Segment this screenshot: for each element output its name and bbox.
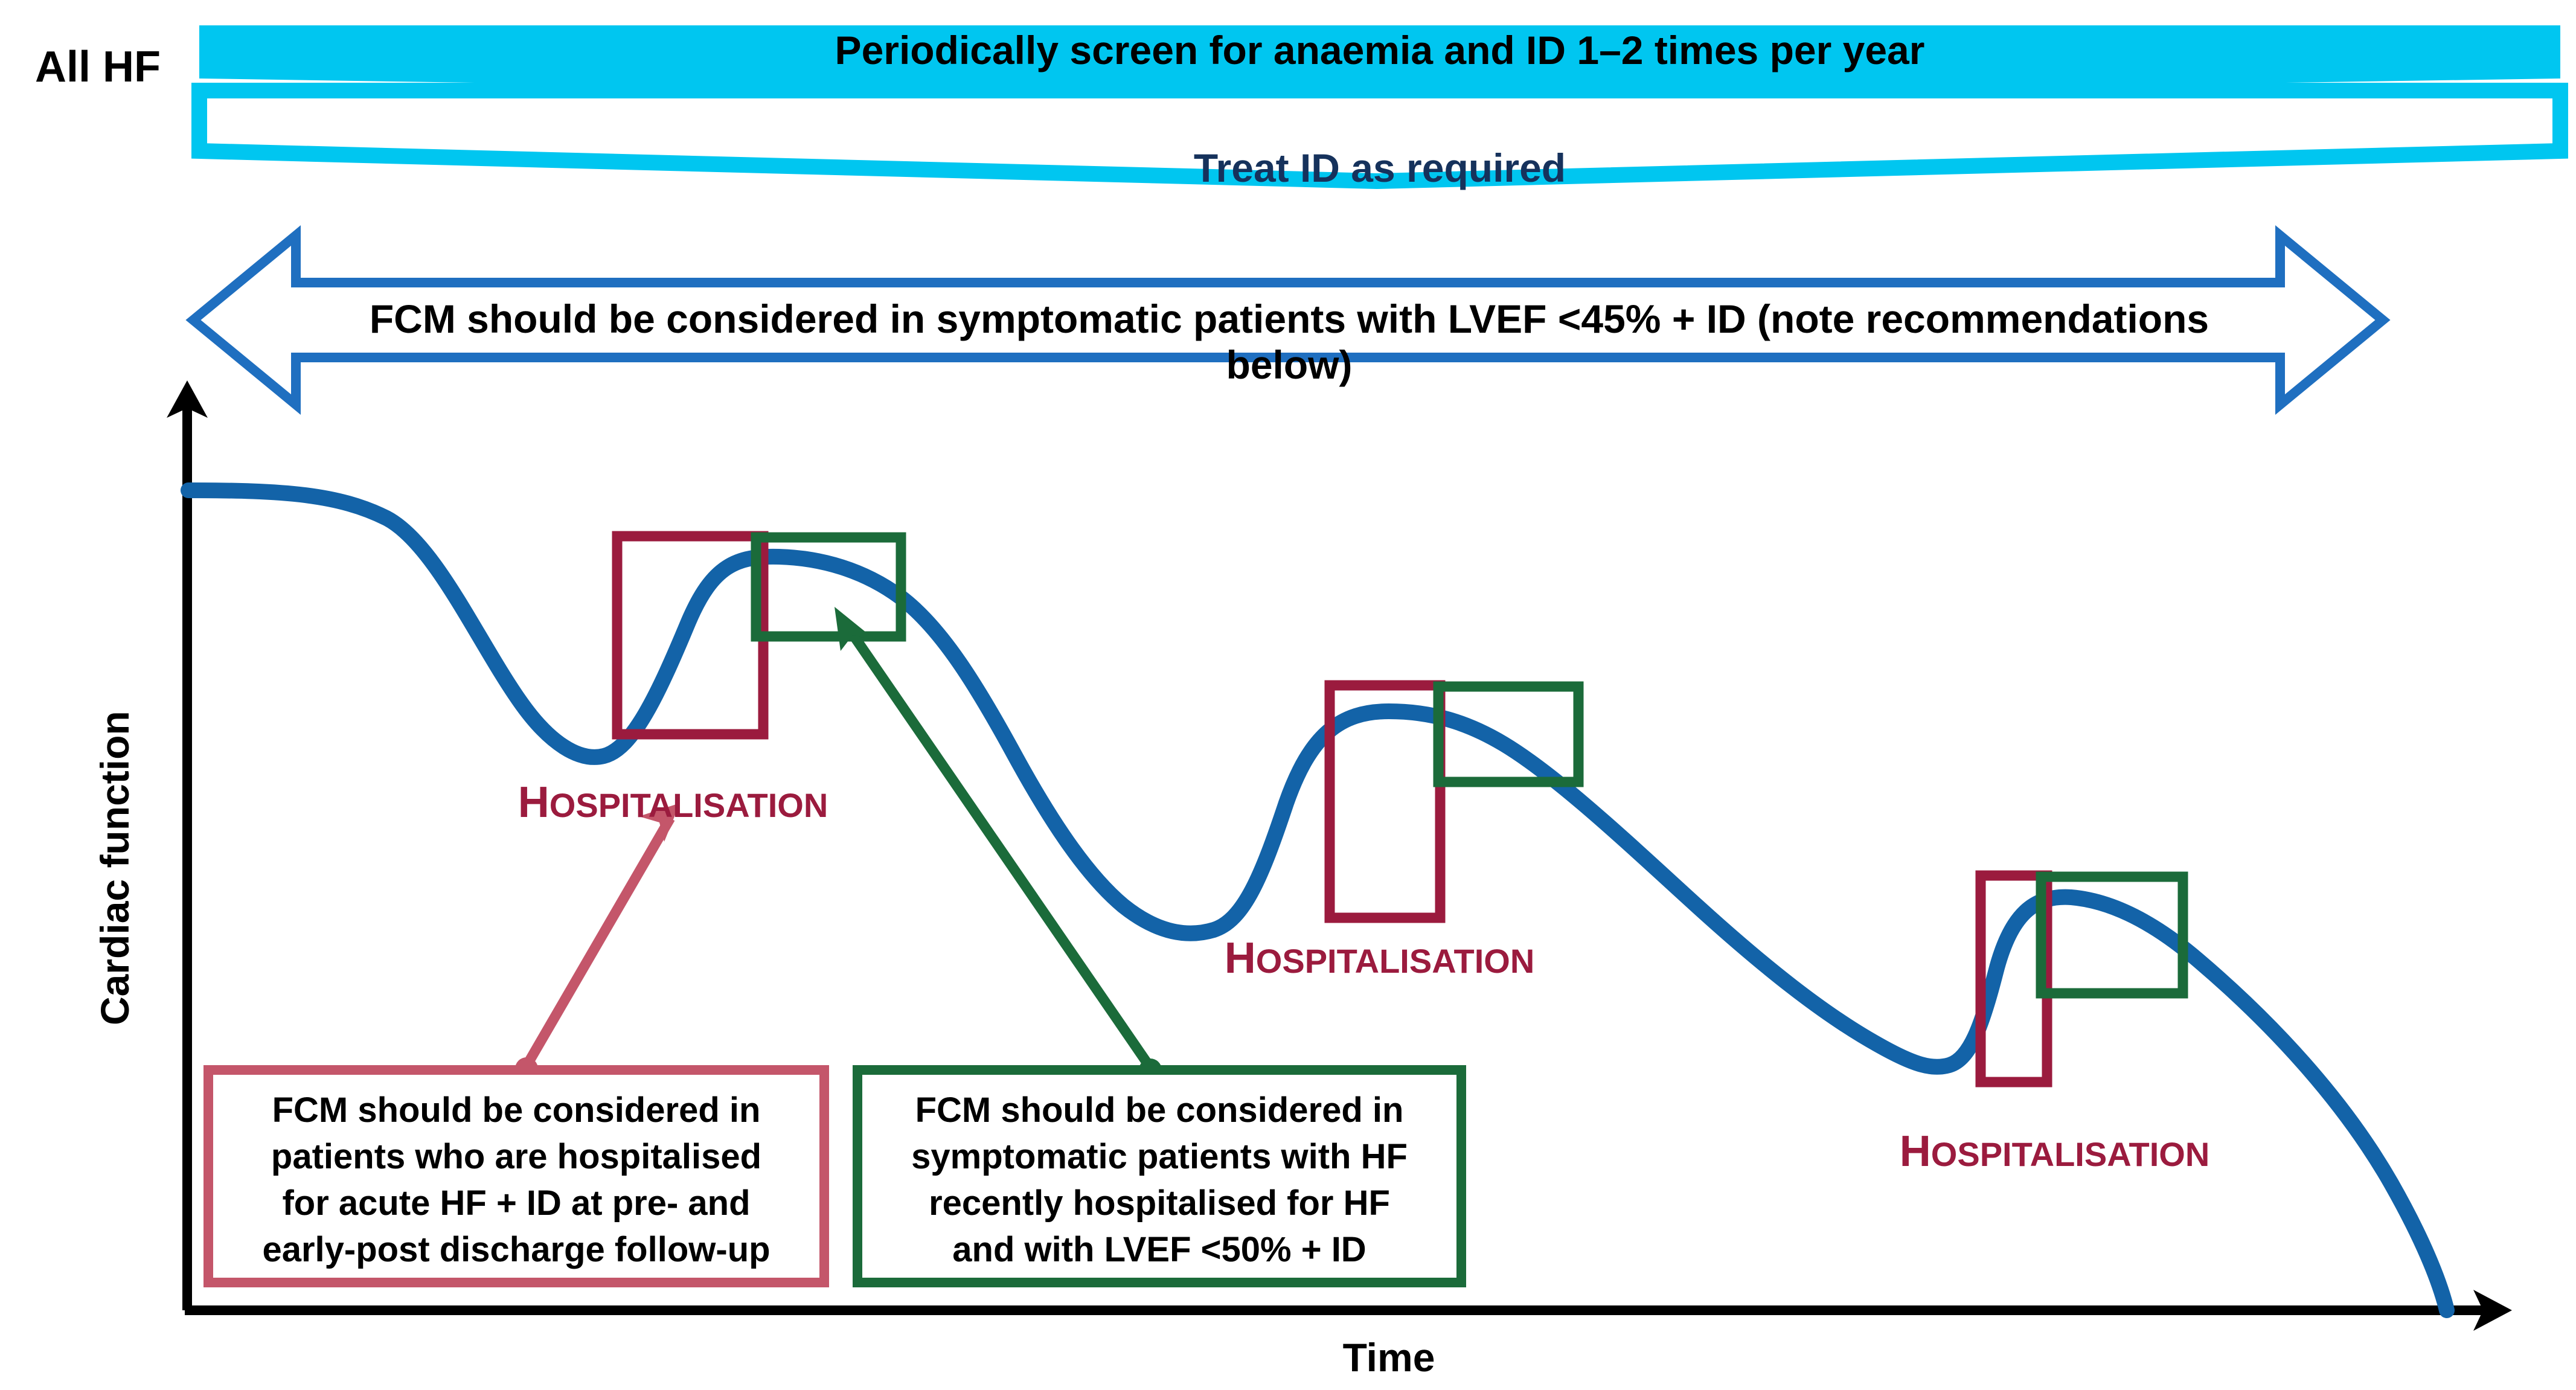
- hospitalisation-label-2: HOSPITALISATION: [1214, 923, 1534, 994]
- x-axis-label: Time: [1342, 1335, 1435, 1380]
- green-callout-line-3: recently hospitalised for HF: [929, 1183, 1390, 1223]
- red-callout-text: FCM should be considered in patients who…: [220, 1087, 812, 1273]
- hospitalisation-label-2-cap: H: [1224, 934, 1256, 982]
- treat-banner-label: Treat ID as required: [1193, 146, 1566, 190]
- red-callout-leader-line: [522, 815, 675, 1069]
- fcm-arrow-label: FCM should be considered in symptomatic …: [369, 296, 2209, 387]
- screen-banner-label: Periodically screen for anaemia and ID 1…: [835, 28, 1925, 72]
- red-callout-line-1: FCM should be considered in: [272, 1091, 761, 1130]
- y-axis-label: Cardiac function: [92, 711, 137, 1025]
- green-callout-arrowhead: [835, 607, 876, 651]
- treat-banner-shape: [191, 83, 2568, 190]
- green-callout-line-4: and with LVEF <50% + ID: [952, 1230, 1366, 1269]
- red-callout-line-3: for acute HF + ID at pre- and: [282, 1183, 751, 1223]
- hospitalisation-2-green-box: [1433, 681, 1584, 787]
- screen-banner-shape: [199, 25, 2560, 97]
- all-hf-label: All HF: [35, 43, 161, 91]
- hospitalisation-label-3: HOSPITALISATION: [1889, 1116, 2209, 1187]
- fcm-double-arrow-shape: [185, 225, 2391, 415]
- red-callout-arrowhead: [639, 803, 680, 842]
- green-callout-line-2: symptomatic patients with HF: [911, 1137, 1408, 1176]
- y-axis-arrowhead: [167, 380, 208, 418]
- hospitalisation-label-1: HOSPITALISATION: [507, 767, 828, 838]
- green-callout-leader-line: [839, 619, 1155, 1071]
- x-axis-arrowhead: [2473, 1290, 2512, 1331]
- hospitalisation-label-2-rest: OSPITALISATION: [1255, 942, 1535, 980]
- hospitalisation-label-1-cap: H: [517, 778, 549, 827]
- red-callout-line-4: early-post discharge follow-up: [262, 1230, 771, 1269]
- green-callout-box[interactable]: [853, 1065, 1466, 1287]
- cardiac-function-curve: [181, 482, 2455, 1318]
- hospitalisation-label-3-cap: H: [1899, 1127, 1931, 1176]
- hospitalisation-1-green-box: [751, 532, 906, 642]
- hospitalisation-label-3-rest: OSPITALISATION: [1930, 1135, 2210, 1173]
- red-callout-box[interactable]: [203, 1065, 829, 1287]
- hospitalisation-3-red-box: [1975, 870, 2052, 1087]
- green-callout-line-1: FCM should be considered in: [915, 1091, 1404, 1130]
- red-callout-line-2: patients who are hospitalised: [271, 1137, 762, 1176]
- hospitalisation-2-red-box: [1324, 680, 1446, 923]
- green-callout-text: FCM should be considered in symptomatic …: [870, 1087, 1449, 1273]
- hospitalisation-label-1-rest: OSPITALISATION: [549, 786, 828, 824]
- hospitalisation-3-green-box: [2036, 871, 2188, 999]
